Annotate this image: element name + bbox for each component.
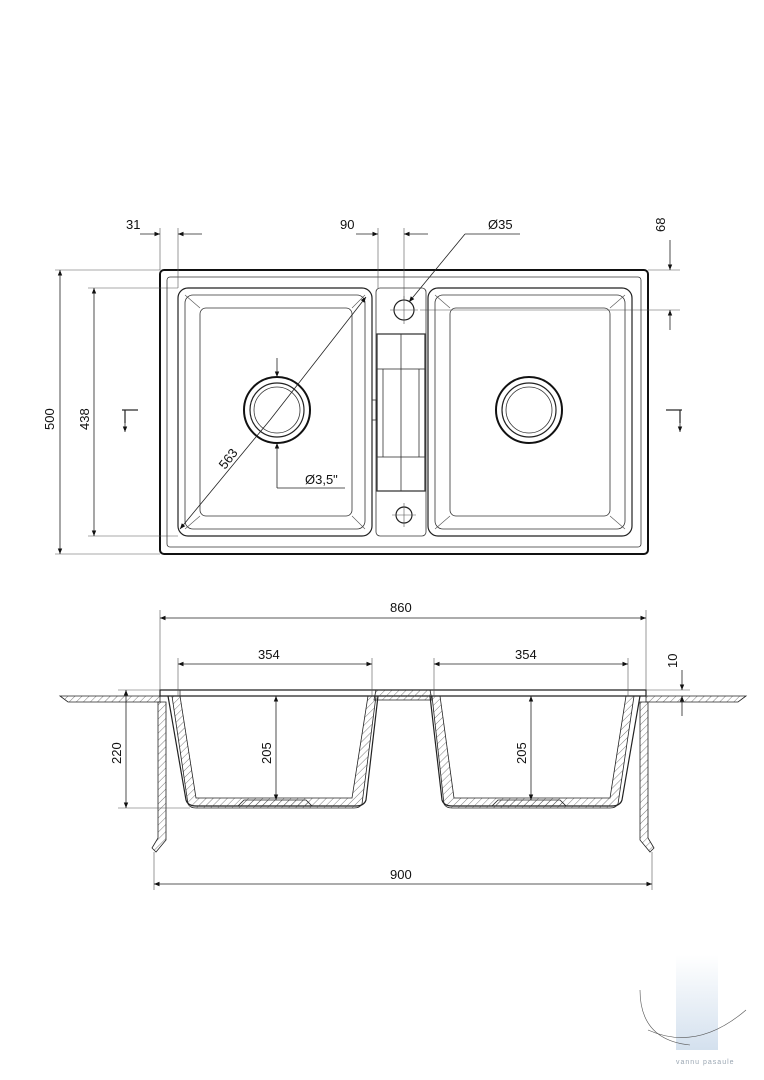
watermark-text: vannu pasaule <box>676 1059 735 1066</box>
dimension-220: 220 <box>109 689 190 809</box>
dimension-label-354-right: 354 <box>515 647 537 662</box>
dimension-354-right: 354 <box>433 647 629 696</box>
dimension-31: 31 <box>126 217 202 288</box>
section-marker-left <box>122 409 138 432</box>
dimension-label-354-left: 354 <box>258 647 280 662</box>
dimension-354-left: 354 <box>177 647 373 696</box>
countertop-right <box>639 695 748 853</box>
right-drain <box>495 376 563 444</box>
dimension-label-860: 860 <box>390 600 412 615</box>
countertop-left <box>58 695 167 853</box>
dimension-860: 860 <box>159 600 647 690</box>
dimension-label-d3-5-inch: Ø3,5" <box>305 472 338 487</box>
dimension-label-31: 31 <box>126 217 140 232</box>
center-divider <box>371 287 427 537</box>
left-bowl <box>177 287 373 537</box>
center-bridge-section <box>373 689 433 701</box>
dimension-500: 500 <box>42 269 160 555</box>
dimension-label-900: 900 <box>390 867 412 882</box>
dimension-d3-5-inch: Ø3,5" <box>274 358 345 489</box>
dimension-900: 900 <box>153 852 653 890</box>
dimension-68: 68 <box>420 218 680 330</box>
dimension-label-d35: Ø35 <box>488 217 513 232</box>
right-bowl <box>427 287 633 537</box>
dimension-90: 90 <box>340 217 428 300</box>
dimension-205-left: 205 <box>259 696 279 800</box>
dimension-label-205-right: 205 <box>514 742 529 764</box>
dimension-label-563: 563 <box>216 446 241 472</box>
watermark-logo: vannu pasaule <box>639 955 747 1066</box>
dimension-label-68: 68 <box>653 218 668 232</box>
dimension-d35: Ø35 <box>408 217 520 303</box>
right-bowl-section <box>429 695 641 809</box>
dimension-10: 10 <box>646 654 690 716</box>
dimension-label-90: 90 <box>340 217 354 232</box>
dimension-label-220: 220 <box>109 742 124 764</box>
dimension-label-500: 500 <box>42 408 57 430</box>
dimension-label-10: 10 <box>665 654 680 668</box>
dimension-205-right: 205 <box>514 696 534 800</box>
dimension-label-205-left: 205 <box>259 742 274 764</box>
dimension-438: 438 <box>77 287 178 537</box>
section-view: 860 354 354 10 <box>58 600 748 890</box>
dimension-label-438: 438 <box>77 408 92 430</box>
section-marker-right <box>666 409 683 432</box>
left-drain <box>243 376 311 444</box>
top-view: 31 90 Ø35 68 5 <box>42 217 683 555</box>
dimension-563: 563 <box>179 296 367 530</box>
